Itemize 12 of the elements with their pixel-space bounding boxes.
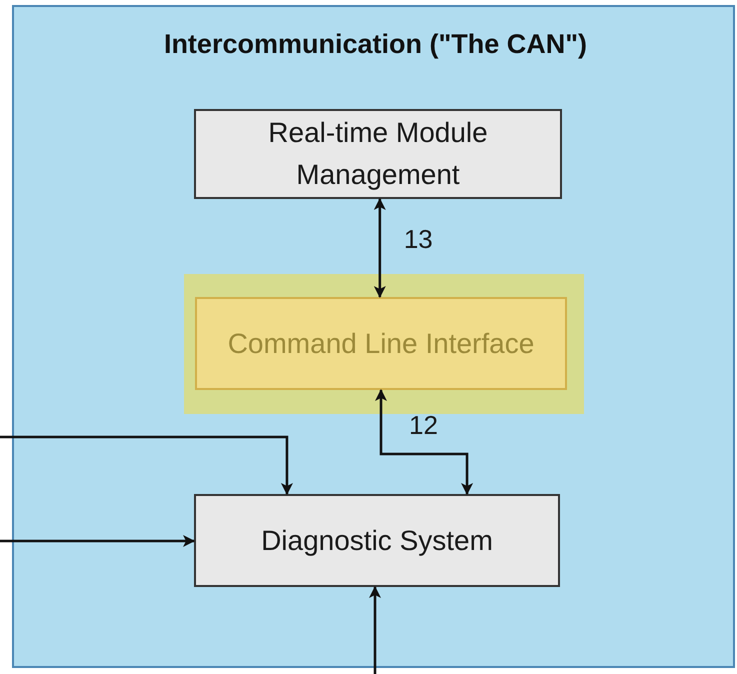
process-box: Command Line Interface <box>195 297 567 390</box>
arrow <box>369 586 381 674</box>
process-box: Real-time Module Management <box>194 109 562 199</box>
arrow <box>375 389 474 495</box>
edge-label: 12 <box>409 410 438 441</box>
arrow <box>0 535 195 547</box>
group-title: Intercommunication ("The CAN") <box>162 29 588 60</box>
arrow <box>0 436 293 495</box>
arrow <box>374 198 386 298</box>
group-panel <box>12 5 735 668</box>
process-box: Diagnostic System <box>194 494 560 587</box>
edge-label: 13 <box>404 224 433 255</box>
